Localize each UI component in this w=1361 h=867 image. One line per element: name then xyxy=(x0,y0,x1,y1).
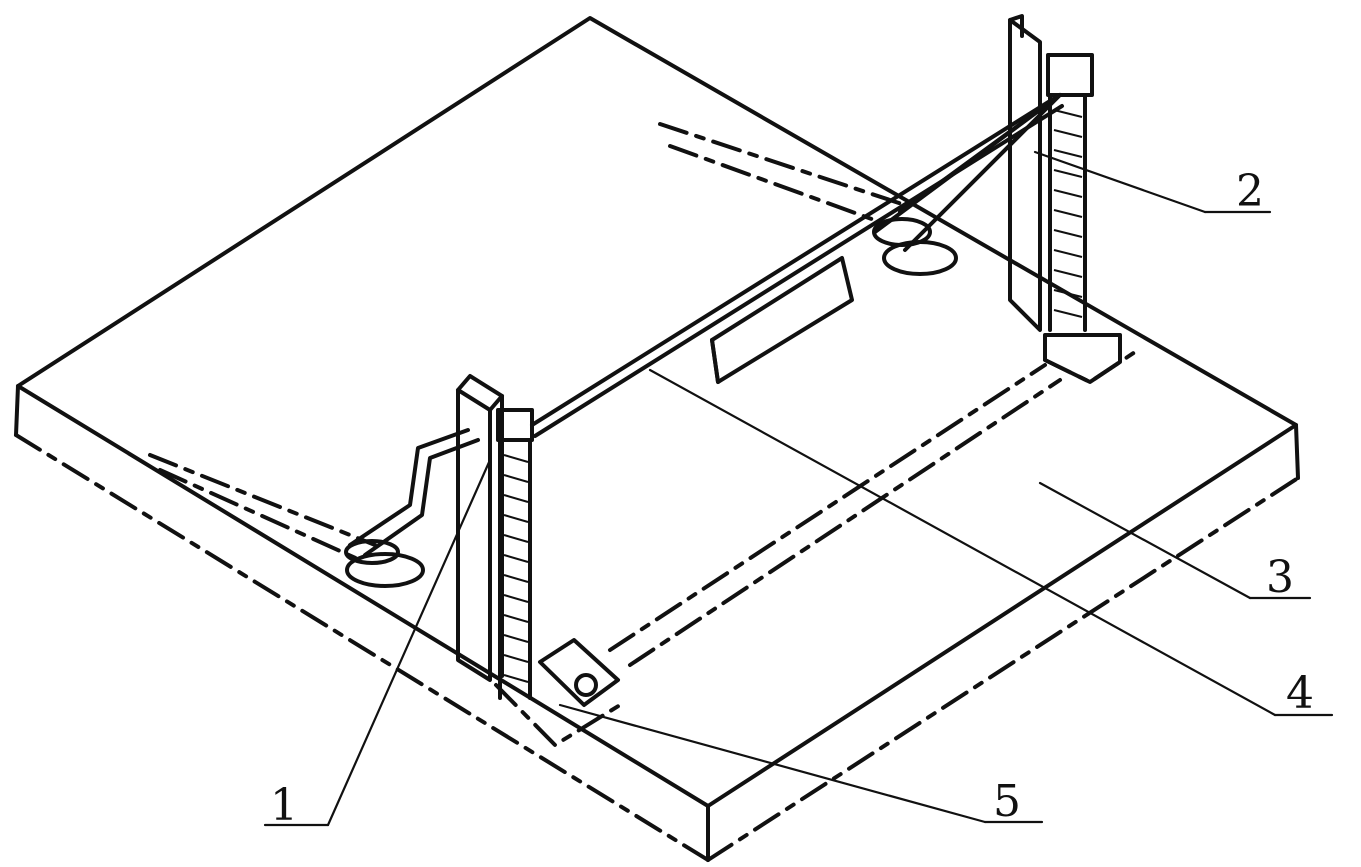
carriage xyxy=(710,256,854,384)
right-post xyxy=(1008,14,1140,385)
label-2: 2 xyxy=(1236,166,1264,217)
label-5: 5 xyxy=(993,776,1021,827)
base-plate xyxy=(14,16,1300,862)
left-cable-guide xyxy=(344,428,480,588)
label-3: 3 xyxy=(1266,552,1294,603)
label-4: 4 xyxy=(1286,668,1314,719)
leader-lines xyxy=(263,150,1334,827)
main-cable xyxy=(530,94,1064,438)
left-post xyxy=(456,374,534,700)
bottom-block xyxy=(494,638,622,748)
label-1: 1 xyxy=(270,780,298,831)
right-cable-fan xyxy=(872,93,1062,276)
plate-tracks xyxy=(148,122,1062,667)
